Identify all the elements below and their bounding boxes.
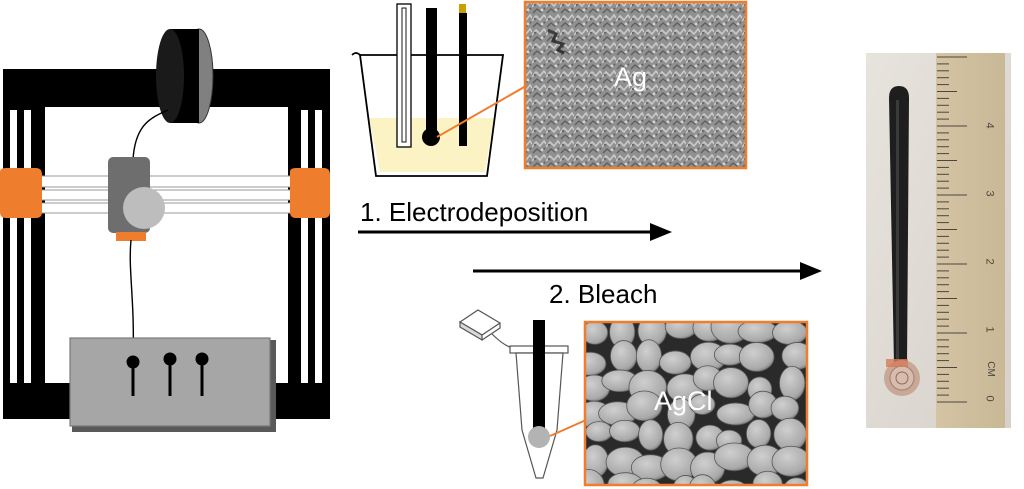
reference-electrode <box>396 3 412 148</box>
print-nozzle <box>116 232 146 241</box>
electrodeposition-beaker <box>351 3 527 177</box>
electrode-photo <box>866 53 1011 428</box>
step-bleach-label: 2. Bleach <box>549 279 658 309</box>
photo-electrode <box>884 86 920 396</box>
printer <box>0 28 330 432</box>
ruler-number-3: 3 <box>983 190 996 197</box>
bleach-arrow <box>473 262 822 280</box>
tube-cap <box>458 309 513 349</box>
step-electrodeposition-label: 1. Electrodeposition <box>360 197 589 227</box>
ruler-unit: CM <box>984 361 996 377</box>
filament-spool <box>156 28 214 124</box>
ag-label: Ag <box>614 62 648 92</box>
ruler-number-2: 2 <box>983 258 996 265</box>
printed-electrodes <box>126 352 209 396</box>
working-electrode <box>422 8 440 146</box>
print-head-motor <box>123 187 165 229</box>
agcl-sem-image <box>583 320 809 487</box>
gantry-left-bracket <box>0 168 42 218</box>
tube-electrode <box>533 320 545 438</box>
ruler <box>936 53 1005 428</box>
bleach-tube <box>458 309 587 479</box>
gantry-rods <box>37 175 295 214</box>
ruler-number-4: 4 <box>983 122 996 129</box>
ag-sem-image <box>523 0 748 170</box>
electrodeposition-arrow <box>358 223 672 241</box>
ruler-ticks <box>937 56 967 403</box>
agcl-callout-line <box>549 419 587 437</box>
ruler-number-1: 1 <box>983 326 996 333</box>
counter-electrode <box>459 4 467 146</box>
printer-right-post <box>288 69 330 419</box>
ag-callout-line <box>436 85 527 138</box>
filament-wire <box>132 109 169 161</box>
gantry-right-bracket <box>290 168 330 218</box>
ruler-number-0: 0 <box>983 395 996 402</box>
agcl-label: AgCl <box>654 386 713 416</box>
agcl-tip <box>528 426 550 448</box>
print-bed <box>69 337 276 432</box>
print-head <box>108 157 165 241</box>
